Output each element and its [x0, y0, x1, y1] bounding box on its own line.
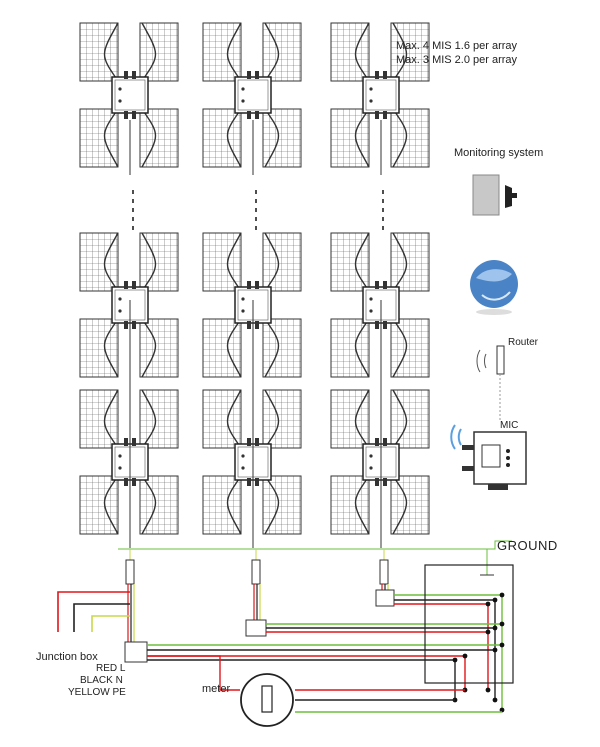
panel-cable: [264, 22, 280, 82]
panel-cable: [354, 232, 370, 292]
panel-cable: [264, 318, 280, 378]
panel-cable: [226, 475, 242, 535]
continuation-dashes: [132, 190, 384, 230]
solar-panel: [390, 22, 430, 82]
array-connectors: [125, 559, 389, 585]
junction-box-main: [124, 641, 148, 663]
panel-cable: [392, 318, 408, 378]
solar-panel-arrays: [79, 22, 430, 535]
wire-legend-red: RED L: [96, 663, 126, 674]
panel-cable: [392, 22, 408, 82]
panel-cable: [264, 108, 280, 168]
panel-cable: [392, 108, 408, 168]
panel-group: [202, 389, 302, 535]
note-line-1: Max. 4 MIS 1.6 per array: [396, 40, 518, 52]
panel-cable: [141, 232, 157, 292]
panel-cable: [392, 389, 408, 449]
panel-cable: [226, 22, 242, 82]
distribution-cabinet: [424, 564, 514, 684]
panel-group: [79, 22, 179, 168]
panel-cable: [226, 318, 242, 378]
solar-panel: [139, 318, 179, 378]
panel-cable: [354, 318, 370, 378]
grid-feed-wires: [57, 591, 130, 632]
micro-inverter: [362, 70, 400, 120]
note-line-2: Max. 3 MIS 2.0 per array: [396, 54, 518, 66]
junction-box-label: Junction box: [36, 651, 98, 663]
panel-group: [79, 389, 179, 535]
monitoring-system-label: Monitoring system: [454, 147, 544, 159]
panel-cable: [103, 318, 119, 378]
micro-inverter: [111, 70, 149, 120]
solar-panel: [262, 108, 302, 168]
router-label: Router: [508, 337, 539, 348]
panel-group: [330, 232, 430, 378]
solar-panel: [262, 318, 302, 378]
solar-panel: [262, 389, 302, 449]
solar-panel: [262, 475, 302, 535]
solar-panel: [139, 22, 179, 82]
panel-cable: [226, 108, 242, 168]
router-icon: [476, 345, 505, 420]
panel-cable: [141, 108, 157, 168]
solar-panel: [139, 475, 179, 535]
monitoring-device-icon: [472, 174, 517, 216]
ground-label: GROUND: [497, 538, 558, 553]
panel-group: [330, 22, 430, 168]
ground-bus: [118, 540, 512, 576]
panel-cable: [103, 232, 119, 292]
junction-box-3: [375, 589, 395, 607]
panel-cable: [103, 389, 119, 449]
solar-panel: [390, 108, 430, 168]
ac-trunk-wires: [147, 594, 503, 710]
solar-panel: [262, 232, 302, 292]
meter-label: meter: [202, 683, 231, 695]
meter: [240, 673, 294, 727]
panel-cable: [141, 475, 157, 535]
array-trunk-lines: [129, 120, 382, 548]
panel-cable: [141, 22, 157, 82]
panel-group: [202, 232, 302, 378]
solar-panel: [390, 475, 430, 535]
panel-cable: [392, 475, 408, 535]
solar-panel: [139, 389, 179, 449]
panel-cable: [392, 232, 408, 292]
wire-legend-black: BLACK N: [80, 675, 123, 686]
panel-cable: [354, 389, 370, 449]
globe-icon: [470, 260, 518, 315]
panel-cable: [226, 232, 242, 292]
panel-cable: [226, 389, 242, 449]
junction-box-2: [245, 619, 267, 637]
panel-cable: [103, 108, 119, 168]
solar-panel: [390, 232, 430, 292]
meter-wires: [147, 655, 502, 713]
panel-cable: [354, 475, 370, 535]
panel-cable: [264, 389, 280, 449]
solar-panel: [139, 108, 179, 168]
panel-group: [330, 389, 430, 535]
mic-device-icon: [450, 424, 527, 490]
panel-cable: [141, 318, 157, 378]
panel-group: [79, 232, 179, 378]
solar-panel: [390, 389, 430, 449]
panel-cable: [264, 475, 280, 535]
micro-inverter: [234, 70, 272, 120]
solar-panel: [390, 318, 430, 378]
panel-cable: [354, 108, 370, 168]
solar-panel: [139, 232, 179, 292]
panel-cable: [141, 389, 157, 449]
panel-cable: [264, 232, 280, 292]
wire-legend-yellow: YELLOW PE: [68, 687, 126, 698]
mic-label: MIC: [500, 420, 519, 431]
drop-wires: [127, 584, 389, 645]
solar-panel: [262, 22, 302, 82]
panel-cable: [103, 475, 119, 535]
panel-group: [202, 22, 302, 168]
panel-cable: [103, 22, 119, 82]
cabinet-terminals: [452, 592, 505, 713]
panel-cable: [354, 22, 370, 82]
